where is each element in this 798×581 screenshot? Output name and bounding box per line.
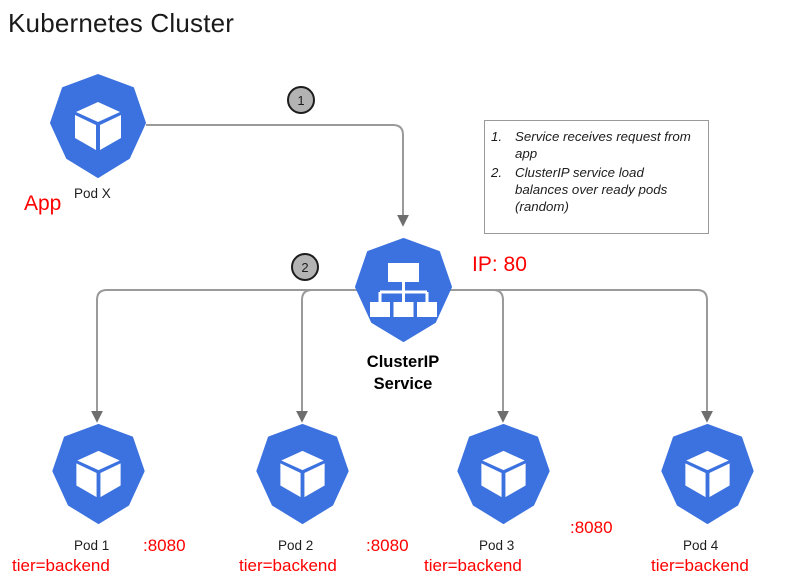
k8s-service-hierarchy-icon — [355, 238, 452, 342]
legend-box: 1. Service receives request from app 2. … — [484, 120, 709, 234]
pod-x-label: Pod X — [74, 186, 111, 201]
pod-4-selector-label: tier=backend — [651, 556, 749, 575]
edge-service-to-pod-1 — [91, 289, 108, 423]
legend-item: 1. Service receives request from app — [491, 128, 700, 163]
k8s-pod-cube-icon — [50, 74, 146, 178]
pod-3-port-label: :8080 — [570, 518, 613, 537]
pod-2-port-label: :8080 — [366, 536, 409, 555]
pod-3-selector-label: tier=backend — [424, 556, 522, 575]
step-badge-2: 2 — [291, 253, 319, 281]
clusterip-service-label: ClusterIP Service — [343, 352, 463, 396]
k8s-pod-cube-icon — [661, 424, 754, 524]
edge-service-to-pod-2 — [296, 289, 313, 423]
service-name-line-2: Service — [373, 374, 433, 393]
k8s-pod-cube-icon — [256, 424, 349, 524]
service-ip-label: IP: 80 — [472, 253, 527, 276]
legend-item-text: Service receives request from app — [515, 129, 691, 162]
pod-3-label: Pod 3 — [479, 538, 515, 553]
legend-item-number: 1. — [491, 129, 503, 144]
pod-2-node[interactable] — [255, 424, 350, 524]
legend-item-number: 2. — [491, 164, 503, 180]
pod-2-label: Pod 2 — [278, 538, 314, 553]
pod-4-node[interactable] — [660, 424, 755, 524]
legend-item-text: ClusterIP service load balances over rea… — [515, 164, 668, 215]
app-label: App — [24, 192, 62, 215]
k8s-pod-cube-icon — [52, 424, 145, 524]
pod-3-node[interactable] — [456, 424, 551, 524]
edge-podx-to-service — [146, 124, 409, 227]
service-name-line-1: ClusterIP — [366, 353, 440, 371]
edge-service-to-pod-4 — [696, 289, 713, 423]
step-badge-1: 1 — [287, 86, 315, 114]
clusterip-service-node[interactable] — [355, 238, 452, 342]
legend-list: 1. Service receives request from app 2. … — [491, 128, 700, 215]
edge-service-to-pod-3 — [492, 289, 509, 423]
k8s-pod-cube-icon — [457, 424, 550, 524]
pod-2-selector-label: tier=backend — [239, 556, 337, 575]
pod-x-node[interactable] — [50, 74, 146, 178]
pod-4-label: Pod 4 — [683, 538, 719, 553]
pod-1-port-label: :8080 — [143, 536, 186, 555]
pod-1-node[interactable] — [51, 424, 146, 524]
pod-1-label: Pod 1 — [74, 538, 110, 553]
page-title: Kubernetes Cluster — [8, 8, 235, 38]
pod-1-selector-label: tier=backend — [12, 556, 110, 575]
legend-item: 2. ClusterIP service load balances over … — [491, 164, 700, 216]
